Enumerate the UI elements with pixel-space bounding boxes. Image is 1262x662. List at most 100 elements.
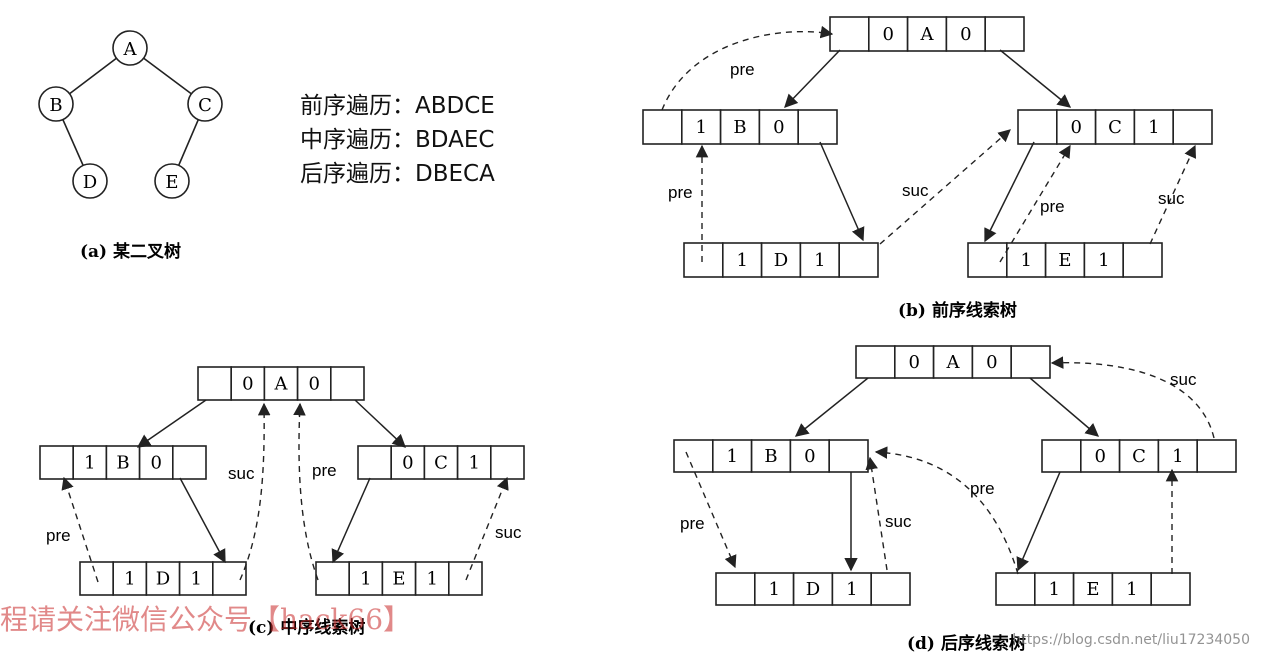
node-cell-text: 0 xyxy=(1070,117,1081,138)
node-cell xyxy=(945,16,987,52)
node-cell-text: 1 xyxy=(846,579,857,600)
tree-node-c: C xyxy=(187,86,223,122)
label-pre: pre xyxy=(730,60,755,79)
node-cell xyxy=(1017,109,1058,145)
preorder-threads xyxy=(661,25,1196,263)
traversal-value: DBECA xyxy=(415,161,495,187)
node-cell xyxy=(719,109,761,145)
node-cell xyxy=(995,572,1036,606)
node-cell xyxy=(230,366,266,401)
tree-node-b: B xyxy=(38,86,74,122)
node-cell-text: 1 xyxy=(814,250,825,271)
svg-text:E: E xyxy=(165,172,178,193)
tree-node-d: D xyxy=(72,163,108,199)
postorder-edges xyxy=(794,377,1100,572)
node-cell-text: 1 xyxy=(768,579,779,600)
node-cell xyxy=(414,561,450,596)
node-cell xyxy=(1056,109,1097,145)
caption-a: (a) 某二叉树 xyxy=(80,241,181,262)
node-cell-text: 1 xyxy=(190,569,201,590)
node-cell-text: 0 xyxy=(960,24,971,45)
traversal-inorder: 中序遍历：BDAEC xyxy=(300,120,494,154)
node-cell-text: D xyxy=(806,579,820,600)
node-cell xyxy=(721,242,763,278)
node-cell xyxy=(138,445,174,480)
node-cell xyxy=(984,16,1025,52)
node-cell xyxy=(750,439,792,473)
node-cell-text: 1 xyxy=(695,117,706,138)
label-suc: suc xyxy=(902,181,929,200)
node-cell-text: 1 xyxy=(426,569,437,590)
node-cell-text: 1 xyxy=(360,569,371,590)
binary-tree xyxy=(55,47,206,182)
node-cell xyxy=(673,439,714,473)
node-cell xyxy=(855,345,896,379)
svg-text:A: A xyxy=(123,39,138,60)
node-cell-text: 1 xyxy=(1098,250,1109,271)
svg-text:D: D xyxy=(83,172,97,193)
label-suc: suc xyxy=(228,464,255,483)
node-cell xyxy=(1044,242,1086,278)
node-cell-text: 1 xyxy=(468,453,479,474)
node-cell-text: D xyxy=(156,569,170,590)
caption-d: (d) 后序线索树 xyxy=(907,633,1026,654)
node-cell xyxy=(447,561,483,596)
node-cell xyxy=(1094,109,1136,145)
label-pre: pre xyxy=(46,526,71,545)
node-cell xyxy=(906,16,948,52)
node-cell-text: B xyxy=(764,446,777,467)
node-box-d-post: 1 D 1 xyxy=(715,572,911,606)
node-cell xyxy=(329,366,365,401)
watermark-text: 程请关注微信公众号【hack66】 xyxy=(0,603,412,636)
traversal-label: 前序遍历： xyxy=(300,93,415,119)
node-cell-text: 0 xyxy=(402,453,413,474)
traversal-value: ABDCE xyxy=(415,93,495,119)
label-suc: suc xyxy=(1158,189,1185,208)
node-cell-text: 1 xyxy=(736,250,747,271)
preorder-edges xyxy=(784,49,1072,243)
label-pre: pre xyxy=(970,479,995,498)
node-cell xyxy=(680,109,722,145)
source-url: https://blog.csdn.net/liu17234050 xyxy=(1012,632,1250,648)
node-cell-text: 0 xyxy=(882,24,893,45)
node-cell xyxy=(348,561,384,596)
node-cell xyxy=(1133,109,1175,145)
node-cell xyxy=(1041,439,1082,473)
traversal-label: 后序遍历： xyxy=(300,161,415,187)
caption-b: (b) 前序线索树 xyxy=(898,300,1017,321)
node-cell-text: E xyxy=(392,569,405,590)
inorder-threads xyxy=(61,402,509,583)
node-cell-text: C xyxy=(1108,117,1122,138)
tree-node-e: E xyxy=(154,163,190,199)
traversal-preorder: 前序遍历：ABDCE xyxy=(300,86,495,120)
node-box-c-pre: 0 C 1 xyxy=(1017,109,1213,145)
node-cell xyxy=(172,445,207,480)
node-cell xyxy=(112,561,148,596)
node-cell-text: 1 xyxy=(1172,446,1183,467)
node-cell xyxy=(932,345,974,379)
node-cell xyxy=(867,16,909,52)
caption-c: (c) 中序线索树 xyxy=(248,617,365,638)
node-cell-text: A xyxy=(920,24,935,45)
node-cell-text: 1 xyxy=(1126,579,1137,600)
node-cell xyxy=(1172,109,1213,145)
node-cell-text: 1 xyxy=(1148,117,1159,138)
node-cell xyxy=(758,109,800,145)
node-cell-text: 1 xyxy=(124,569,135,590)
svg-text:B: B xyxy=(49,95,62,116)
node-box-a-pre: 0 A 0 xyxy=(829,16,1025,52)
node-cell-text: 0 xyxy=(242,374,253,395)
node-cell-text: B xyxy=(733,117,746,138)
node-cell-text: 1 xyxy=(84,453,95,474)
label-pre: pre xyxy=(668,183,693,202)
traversal-value: BDAEC xyxy=(415,127,495,153)
tree-node-a: A xyxy=(112,30,148,66)
